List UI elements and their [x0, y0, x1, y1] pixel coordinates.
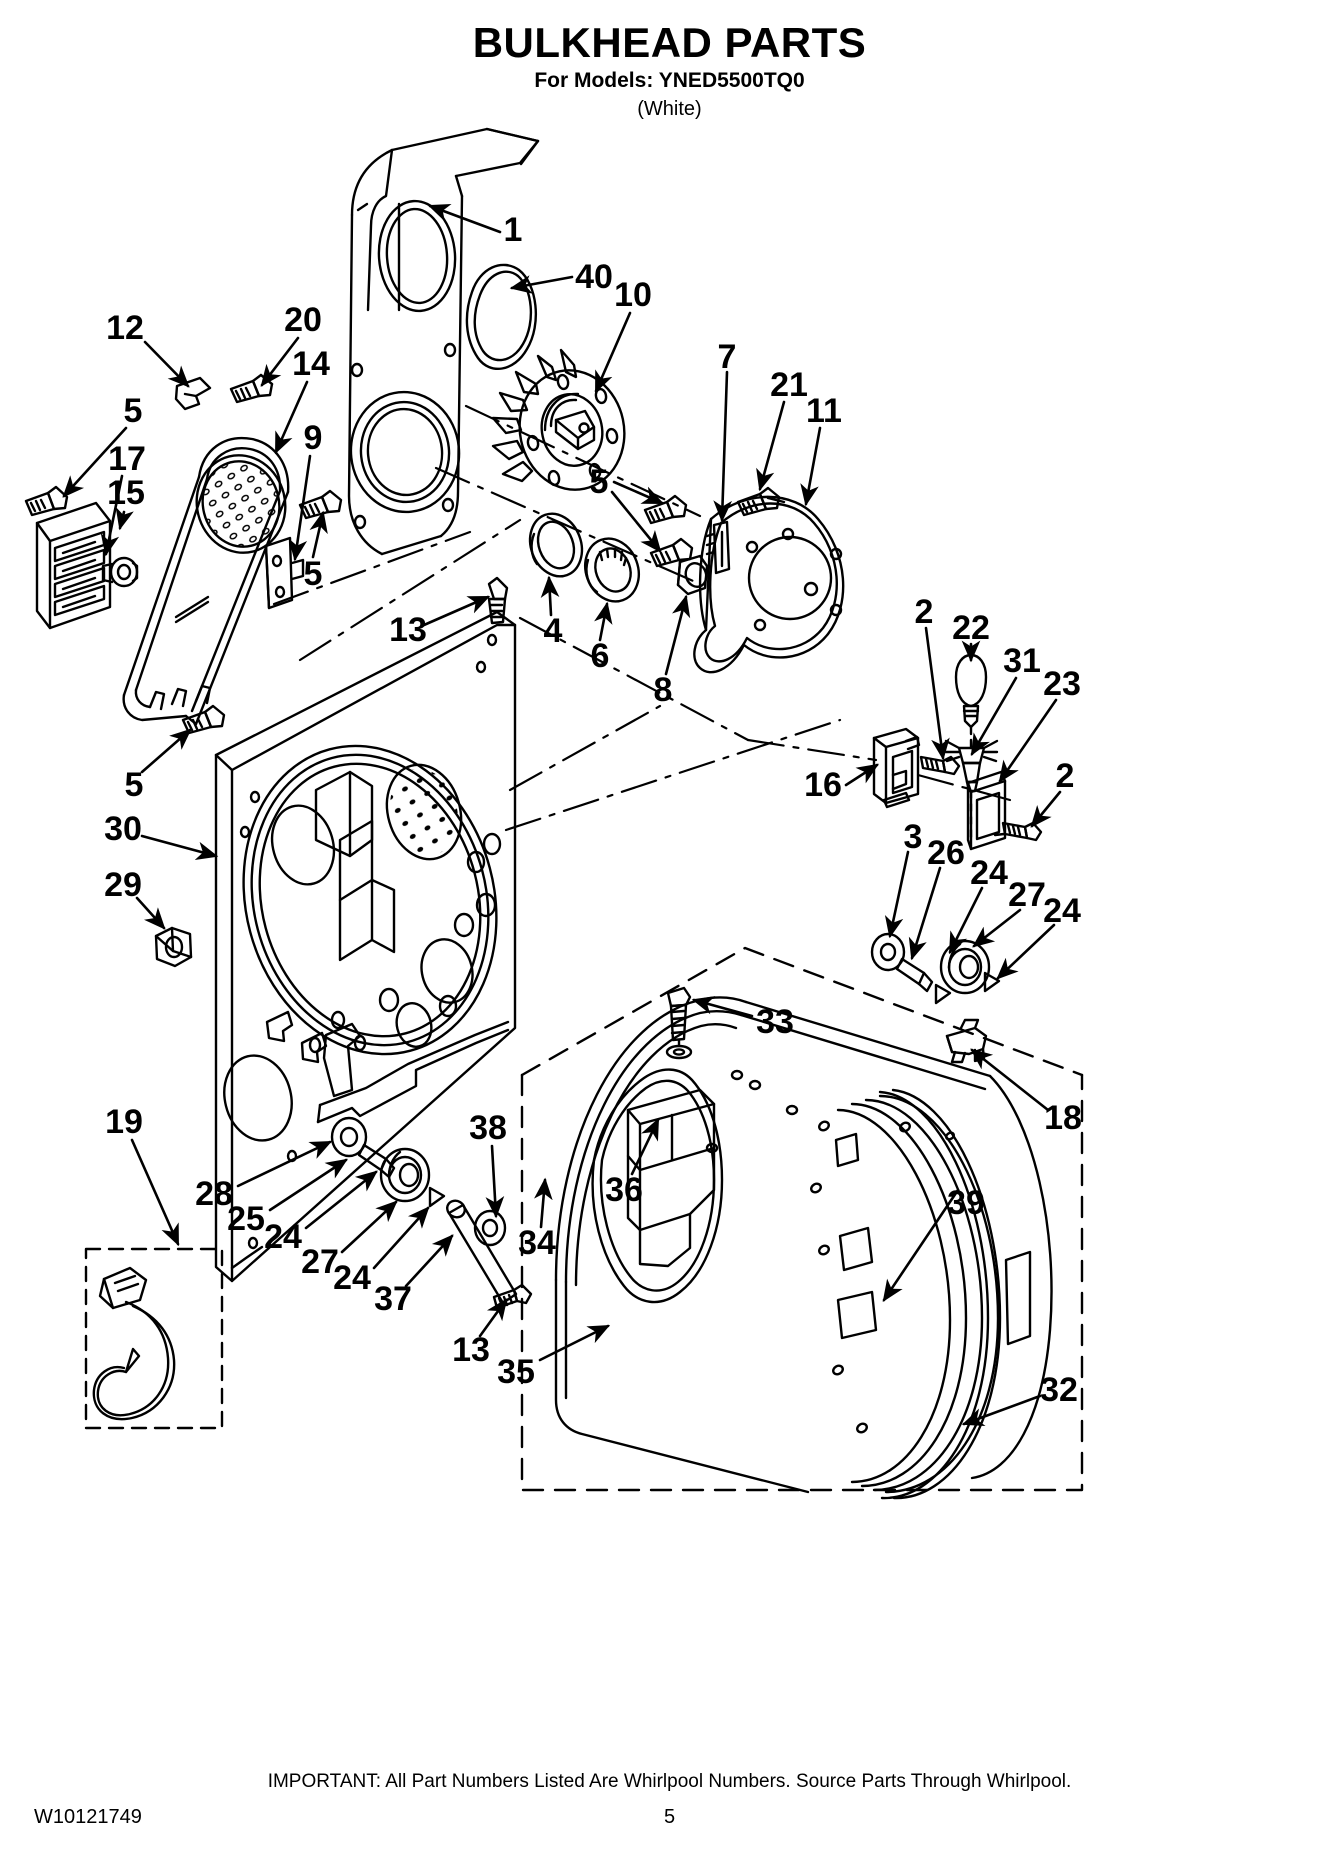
grommet-17	[101, 556, 139, 588]
callout-number-29: 29	[104, 866, 142, 904]
light-bulb-22	[954, 653, 988, 729]
callout-number-20: 20	[284, 301, 322, 339]
callout-number-39: 39	[947, 1184, 985, 1222]
callout-number-13: 13	[389, 611, 427, 649]
callout-number-40: 40	[575, 258, 613, 296]
callout-number-32: 32	[1040, 1371, 1078, 1409]
screw-2b	[1001, 821, 1043, 842]
callout-number-21: 21	[770, 366, 808, 404]
callout-number-24: 24	[1043, 892, 1081, 930]
callout-number-24: 24	[333, 1259, 371, 1297]
seal-ring-4	[528, 512, 584, 578]
callout-number-27: 27	[301, 1243, 339, 1281]
callout-number-31: 31	[1003, 642, 1041, 680]
screw-group	[24, 373, 1043, 1310]
callout-number-22: 22	[952, 609, 990, 647]
footer-document-code: W10121749	[34, 1806, 142, 1828]
callout-number-34: 34	[518, 1224, 556, 1262]
callout-number-30: 30	[104, 810, 142, 848]
callout-number-1: 1	[503, 211, 523, 249]
callout-number-24: 24	[970, 854, 1008, 892]
blower-wheel-10	[491, 348, 626, 491]
wire-harness-inset-19	[84, 1247, 224, 1430]
callout-number-28: 28	[195, 1175, 233, 1213]
callout-number-25: 25	[227, 1200, 265, 1238]
drum-boundary-dashed	[520, 946, 1084, 1492]
callout-number-23: 23	[1043, 665, 1081, 703]
callout-number-15: 15	[107, 474, 145, 512]
screw-5b-2	[649, 537, 694, 568]
screw-5a	[24, 485, 69, 517]
callout-number-38: 38	[469, 1109, 507, 1147]
callout-number-36: 36	[605, 1171, 643, 1209]
callout-number-4: 4	[543, 612, 563, 650]
blower-housing-11	[693, 495, 845, 674]
callout-number-5: 5	[303, 555, 323, 593]
callout-number-11: 11	[806, 392, 842, 430]
assembly-centerlines	[272, 404, 1012, 832]
leader-lines	[62, 204, 1062, 1427]
callout-number-14: 14	[292, 345, 330, 383]
callout-number-7: 7	[717, 338, 737, 376]
bolt-33	[665, 986, 693, 1060]
callout-number-37: 37	[374, 1280, 412, 1318]
callout-number-17: 17	[108, 440, 146, 478]
footer-important-note: IMPORTANT: All Part Numbers Listed Are W…	[267, 1771, 1072, 1792]
callout-number-19: 19	[105, 1103, 143, 1141]
thermal-switch-16	[872, 727, 921, 809]
terminal-block-15	[35, 501, 112, 630]
callout-number-27: 27	[1008, 876, 1046, 914]
callout-number-12: 12	[106, 309, 144, 347]
callout-number-6: 6	[590, 637, 610, 675]
nut-29	[154, 926, 193, 968]
callout-number-2: 2	[914, 593, 934, 631]
heater-duct-14	[122, 436, 290, 726]
callout-number-2: 2	[1055, 757, 1075, 795]
callout-number-10: 10	[614, 276, 652, 314]
screw-5b-1	[643, 494, 688, 525]
callout-number-9: 9	[303, 419, 323, 457]
callout-number-35: 35	[497, 1353, 535, 1391]
color-subtitle: (White)	[637, 98, 702, 120]
screw-5c	[298, 489, 343, 520]
bracket-9	[264, 536, 305, 610]
model-subtitle: For Models: YNED5500TQ0	[534, 69, 805, 92]
callout-number-13: 13	[452, 1331, 490, 1369]
callout-number-5: 5	[123, 392, 143, 430]
bushing-8	[676, 554, 709, 596]
callout-number-33: 33	[756, 1003, 794, 1041]
callout-number-16: 16	[804, 766, 842, 804]
footer-page-number: 5	[663, 1806, 676, 1828]
drum-belt-39	[878, 1088, 1002, 1500]
retainer-clip-7	[705, 520, 731, 575]
front-bulkhead-30	[214, 610, 517, 1283]
page-title: BULKHEAD PARTS	[472, 19, 867, 66]
bulkhead-housing-top	[347, 127, 540, 556]
dryer-drum-35	[554, 996, 1053, 1494]
rear-bearing-6	[584, 537, 640, 603]
wire-connector-12	[174, 376, 212, 411]
callout-number-8: 8	[653, 671, 673, 709]
seal-pad-40	[465, 263, 538, 371]
callout-number-18: 18	[1044, 1099, 1082, 1137]
lamp-lens-23	[966, 770, 1007, 851]
callout-number-26: 26	[927, 834, 965, 872]
callout-number-5: 5	[124, 766, 144, 804]
page-header: BULKHEAD PARTS For Models: YNED5500TQ0 (…	[0, 19, 1339, 120]
callout-number-5: 5	[589, 463, 609, 501]
drum-baffle-36	[591, 1068, 724, 1304]
callout-number-24: 24	[264, 1218, 302, 1256]
callout-number-3: 3	[903, 818, 923, 856]
roller-assembly-right	[870, 932, 1001, 1005]
